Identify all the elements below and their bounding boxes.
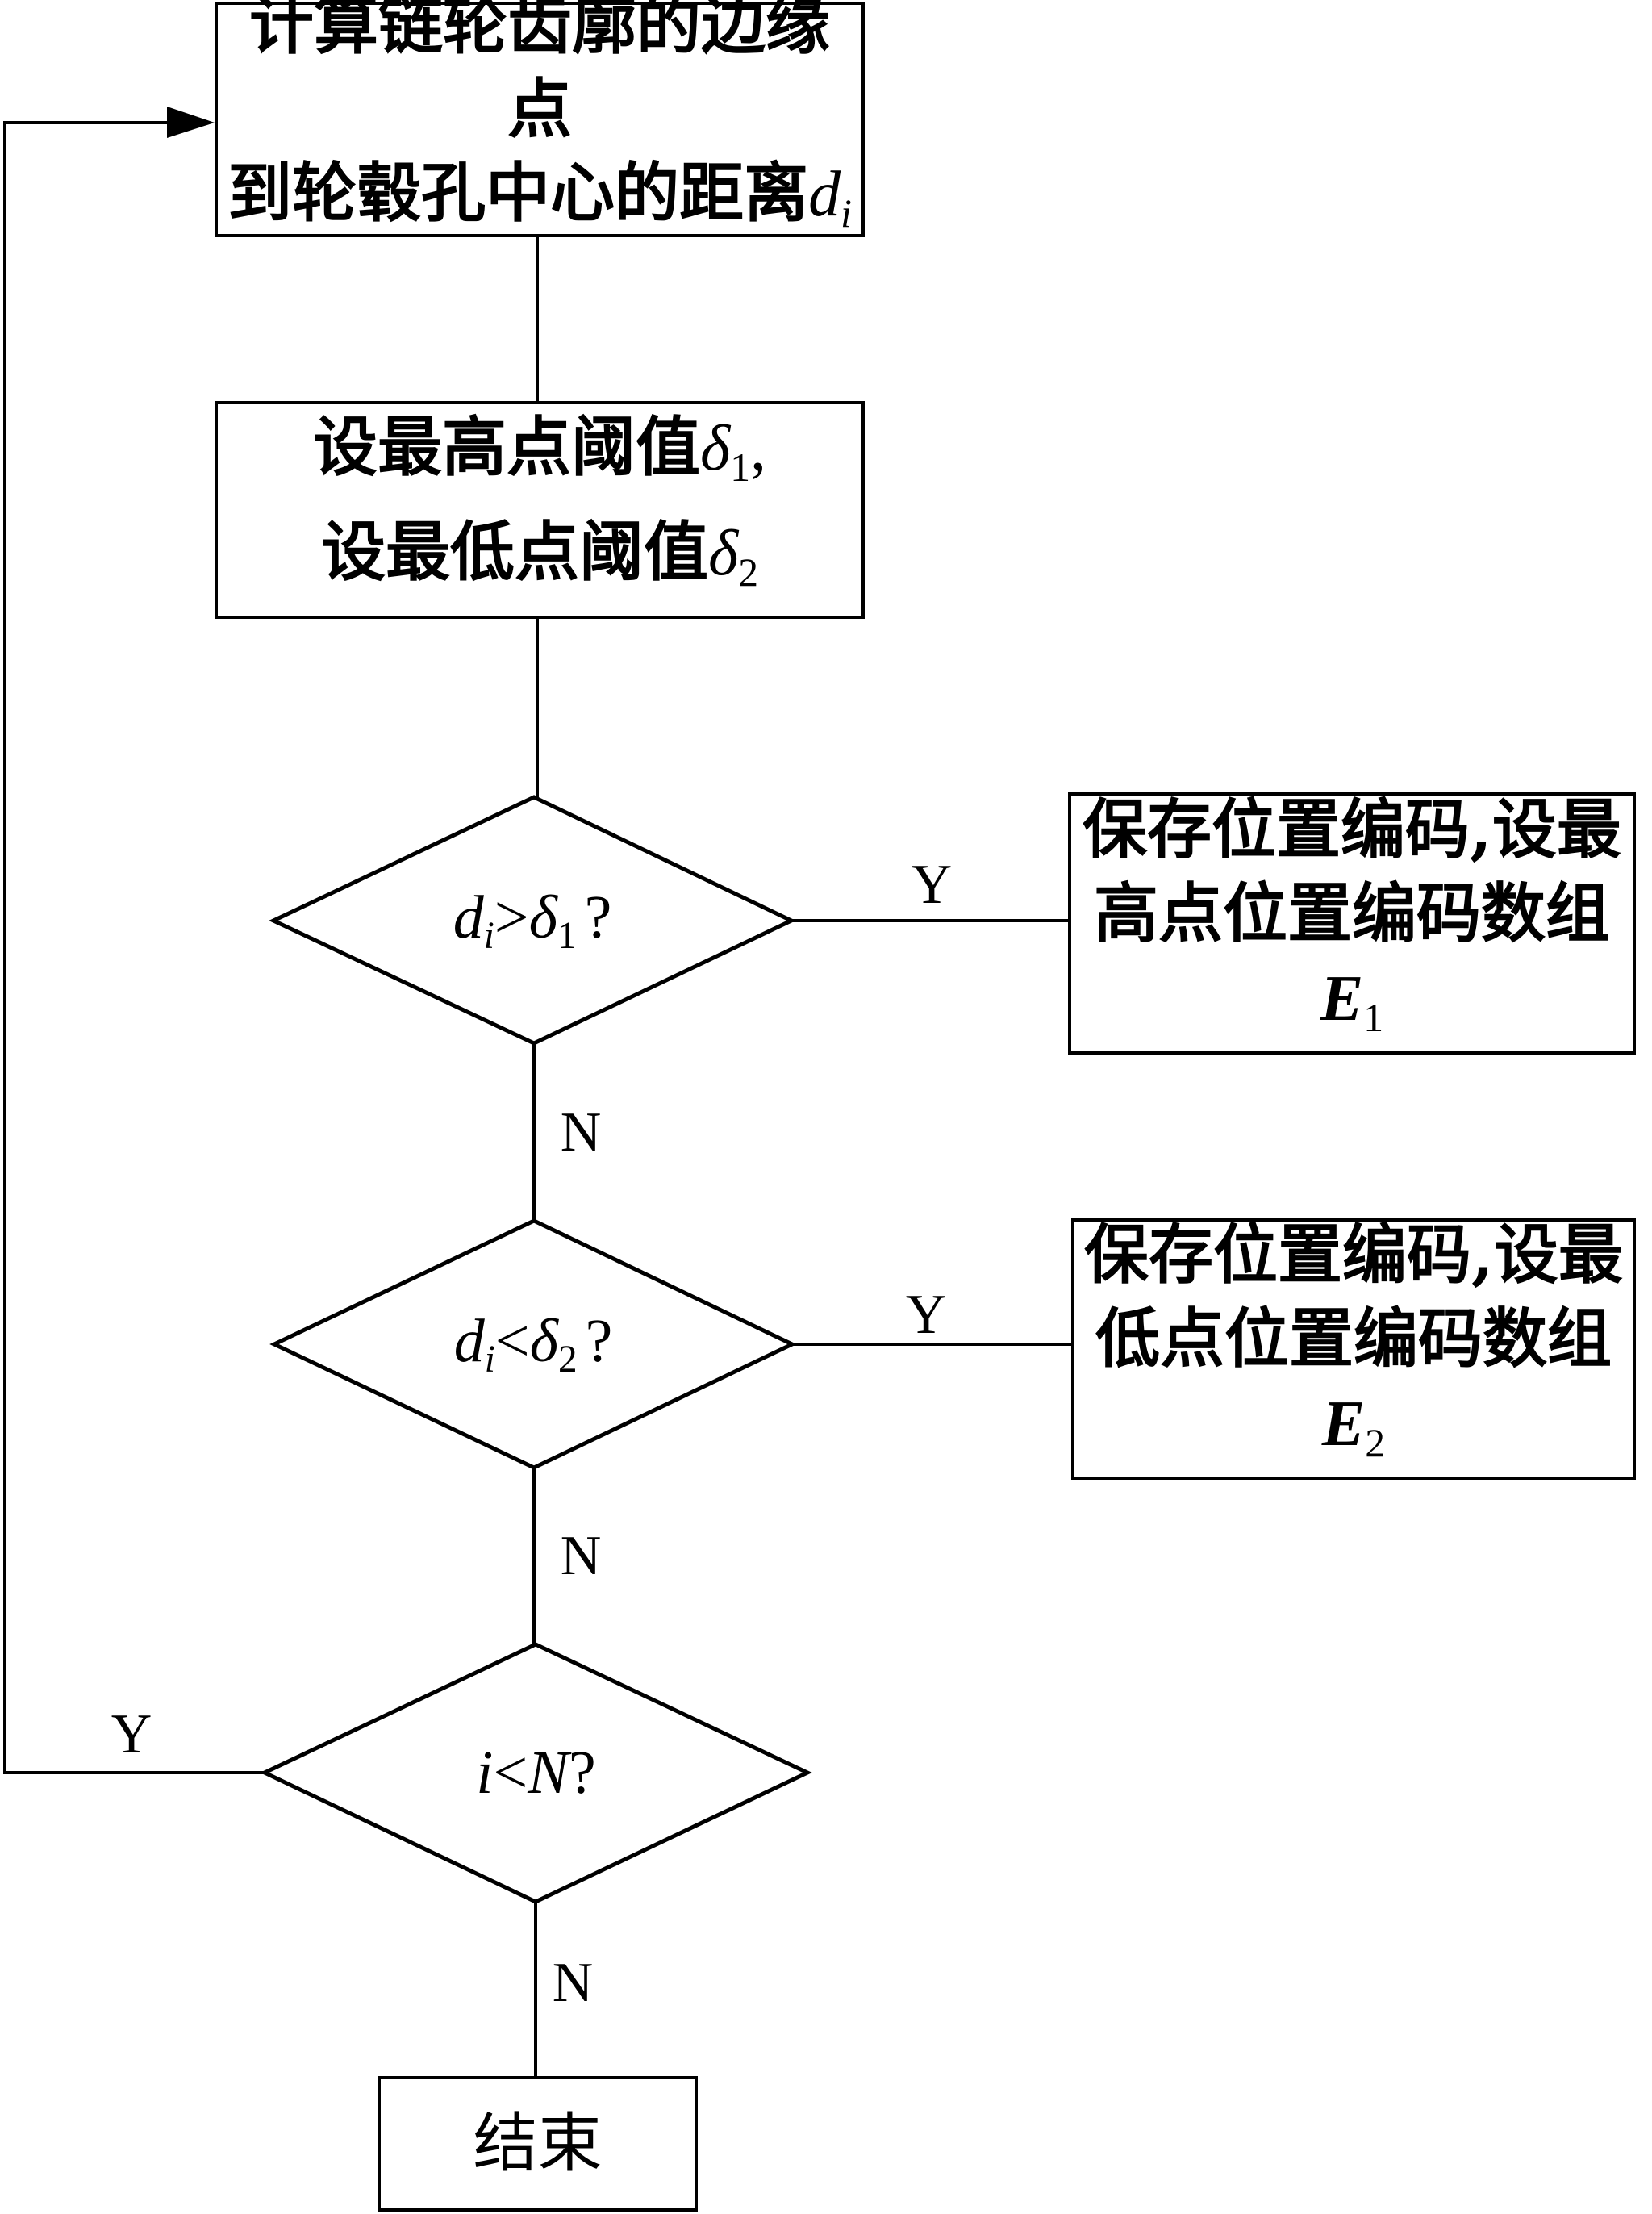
decision-low-text: di<δ2? — [454, 1306, 613, 1381]
delta-2: δ — [708, 518, 739, 589]
save-high-line-2: 高点位置编码数组 E1 — [1071, 871, 1633, 1060]
cond-threshold-sub: 2 — [558, 1339, 578, 1381]
cond-var: d — [453, 1307, 485, 1376]
array-e1-sub: 1 — [1363, 995, 1384, 1040]
loop-question-mark: ? — [568, 1739, 596, 1807]
thresholds-line-2-text: 设最低点阈值 — [321, 514, 708, 590]
label-loop-yes: Y — [111, 1703, 152, 1765]
label-high-yes: Y — [911, 854, 953, 916]
arrowhead-icon — [167, 107, 215, 138]
array-e2: E — [1321, 1389, 1366, 1460]
cond-question-mark: ? — [585, 1307, 613, 1376]
cond-threshold: δ — [528, 883, 557, 951]
delta-2-sub: 2 — [738, 549, 758, 595]
save-low-line-2-text: 低点位置编码数组 — [1095, 1301, 1612, 1377]
save-high-line-2-text: 高点位置编码数组 — [1094, 875, 1610, 951]
compute-line-2: 到轮毂孔中心的距离di — [218, 151, 861, 256]
process-save-high[interactable]: 保存位置编码,设最 高点位置编码数组 E1 — [1068, 792, 1636, 1055]
thresholds-comma: , — [749, 413, 766, 485]
process-compute-distance[interactable]: 计算链轮齿廓的边缘点 到轮毂孔中心的距离di — [215, 0, 865, 237]
loop-operator: < — [493, 1739, 528, 1807]
loop-limit: N — [528, 1739, 569, 1807]
cond-var: d — [453, 883, 484, 951]
process-save-low[interactable]: 保存位置编码,设最 低点位置编码数组 E2 — [1071, 1217, 1636, 1480]
cond-operator: < — [494, 1307, 530, 1376]
thresholds-line-2: 设最低点阈值δ2 — [313, 510, 766, 615]
delta-1: δ — [700, 413, 731, 485]
decision-loop-text: i<N? — [476, 1738, 595, 1808]
decision-high-text: di>δ1? — [453, 883, 612, 958]
delta-1-sub: 1 — [730, 445, 750, 490]
edge-loop-yes — [3, 121, 265, 1774]
cond-threshold-sub: 1 — [557, 915, 577, 958]
loop-index: i — [476, 1739, 494, 1807]
thresholds-line-1: 设最高点阈值δ1, — [313, 405, 766, 510]
process-set-thresholds[interactable]: 设最高点阈值δ1, 设最低点阈值δ2 — [215, 401, 865, 619]
decision-loop-condition[interactable]: i<N? — [265, 1644, 807, 1902]
array-e1: E — [1320, 963, 1364, 1034]
terminal-end[interactable]: 结束 — [378, 2076, 698, 2212]
decision-low-condition[interactable]: di<δ2? — [274, 1221, 792, 1468]
label-high-no: N — [560, 1101, 602, 1163]
array-e2-sub: 2 — [1365, 1420, 1386, 1465]
compute-line-2-text: 到轮毂孔中心的距离 — [227, 155, 809, 232]
cond-threshold: δ — [529, 1307, 558, 1376]
label-low-no: N — [560, 1525, 602, 1587]
cond-var-sub: i — [484, 1339, 495, 1381]
var-d: d — [808, 159, 841, 231]
thresholds-line-1-text: 设最高点阈值 — [313, 409, 700, 486]
compute-line-1: 计算链轮齿廓的边缘点 — [249, 0, 830, 148]
cond-question-mark: ? — [584, 883, 612, 951]
label-loop-no: N — [552, 1952, 594, 2014]
save-low-line-2: 低点位置编码数组 E2 — [1074, 1297, 1633, 1485]
save-high-line-1: 保存位置编码,设最 — [1083, 791, 1621, 867]
label-low-yes: Y — [905, 1284, 947, 1346]
cond-operator: > — [494, 883, 529, 951]
decision-high-condition[interactable]: di>δ1? — [273, 797, 791, 1043]
end-label: 结束 — [473, 2106, 603, 2181]
var-d-sub: i — [841, 190, 852, 236]
save-low-line-1: 保存位置编码,设最 — [1084, 1217, 1623, 1293]
cond-var-sub: i — [483, 915, 494, 958]
